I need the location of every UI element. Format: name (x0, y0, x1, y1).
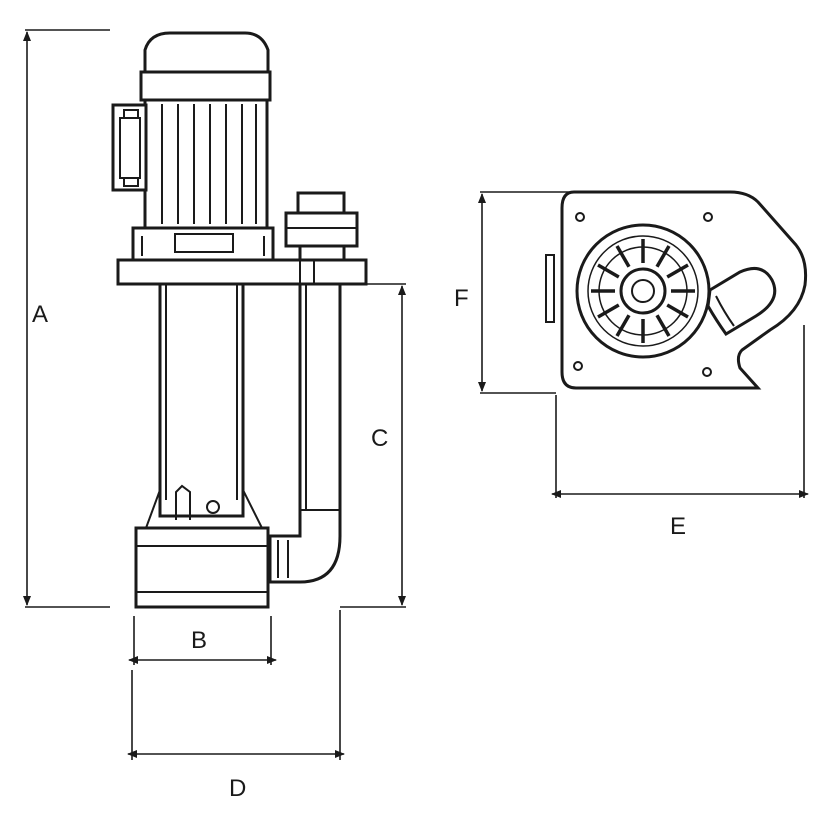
mounting-plate (116, 258, 368, 286)
impeller-vane (597, 303, 620, 319)
dimension-f: F (454, 191, 572, 394)
dimension-f-label: F (454, 285, 469, 312)
discharge-flange (284, 211, 359, 248)
column-flare-right (242, 489, 263, 529)
dimension-d: D (127, 610, 345, 802)
impeller-vane (666, 263, 689, 279)
discharge-outlet (706, 266, 777, 336)
mount-hole-bottom-right (702, 367, 712, 377)
discharge-top (296, 191, 346, 215)
pump-side-view (111, 31, 368, 609)
dimension-a: A (23, 29, 110, 608)
mount-hole-top-left (575, 212, 585, 222)
discharge-neck (298, 244, 346, 262)
dimension-e-label: E (670, 513, 686, 540)
motor-cooling-fins (161, 104, 257, 224)
mount-hole-bottom-left (573, 361, 583, 371)
pump-casing (134, 526, 270, 609)
impeller-vane (655, 245, 671, 268)
impeller-vane (615, 245, 631, 268)
impeller-vane (615, 314, 631, 337)
motor-band (139, 70, 272, 102)
mount-hole-top-right (703, 212, 713, 222)
impeller-vane (666, 303, 689, 319)
dimension-e: E (551, 325, 809, 540)
motor-body (143, 98, 269, 230)
motor-top-cap (143, 31, 270, 74)
column-housing (158, 282, 245, 518)
impeller-vane (597, 263, 620, 279)
shaft-bore (631, 279, 655, 303)
coupling (174, 233, 234, 253)
terminal-slot (545, 254, 555, 323)
dimension-b-label: B (191, 627, 207, 654)
impeller-vane (655, 314, 671, 337)
column-vent-left (175, 484, 191, 520)
terminal-box-tab-top (123, 109, 139, 119)
dimension-b: B (128, 616, 277, 665)
column-flare-left (145, 489, 161, 529)
impeller-hub (619, 267, 667, 315)
dimension-a-label: A (32, 301, 48, 328)
terminal-box-tab-bottom (123, 177, 139, 187)
motor-flange (131, 226, 275, 262)
column-vent-hole (206, 500, 220, 514)
dimension-c: C (340, 283, 406, 608)
impeller-vanes (591, 239, 695, 343)
pump-top-view (545, 190, 808, 390)
dimension-c-label: C (371, 425, 388, 452)
dimension-d-label: D (229, 775, 246, 802)
impeller-ring-outer (587, 235, 699, 347)
